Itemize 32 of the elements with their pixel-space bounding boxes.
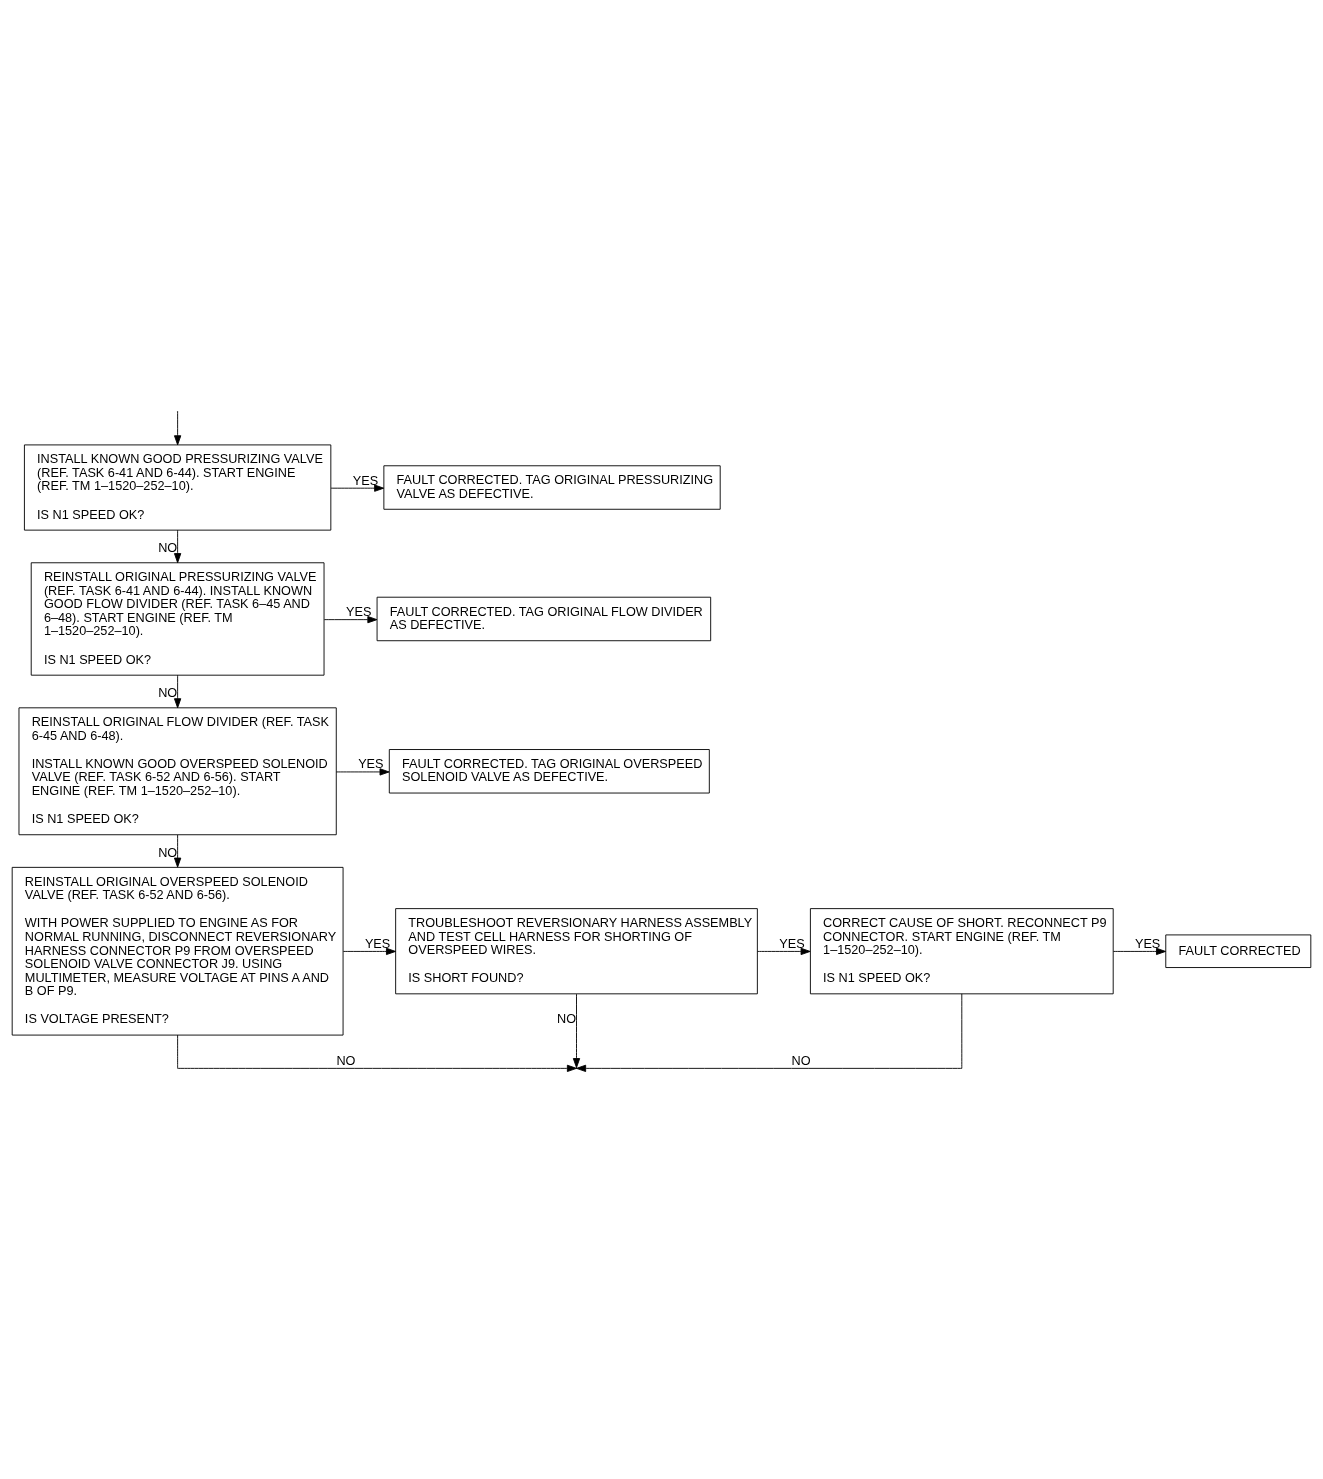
edge-label: NO: [336, 1053, 356, 1068]
arrow: [1112, 947, 1166, 955]
edge-label: YES: [779, 936, 805, 951]
node-box: FAULT CORRECTED. TAG ORIGINAL FLOW DIVIDER AS DEFECTIVE.: [376, 596, 712, 641]
edge-label: YES: [358, 756, 384, 771]
arrow: [342, 947, 396, 955]
edge-label: YES: [346, 604, 372, 619]
edge-label: YES: [352, 473, 379, 488]
node-box: CORRECT CAUSE OF SHORT. RECONNECT P9 CONNECTOR. START ENGINE (REF. TM 1–1520–252–10). IS N1 SPEED OK?: [809, 907, 1114, 994]
arrow: [174, 834, 182, 868]
arrow: [174, 411, 182, 445]
node-box: REINSTALL ORIGINAL OVERSPEED SOLENOID VALVE (REF. TASK 6-52 AND 6-56). WITH POWER SUPPLIED TO ENGINE AS FOR NORMAL RUNNING, DISCONNECT REVERSIONARY HARNESS CONNECTOR P9 FROM OVERSPEED SOLENOID VALVE CONNECTOR J9. USING MULTIMETER, MEASURE VOLTAGE AT PINS A AND B OF P9. IS VOLTAGE PRESENT?: [11, 866, 344, 1036]
edge-label: NO: [158, 685, 178, 700]
edge-label: NO: [158, 845, 178, 860]
node-box: TROUBLESHOOT REVERSIONARY HARNESS ASSEMBLY AND TEST CELL HARNESS FOR SHORTING OF OVERSPEED WIRES. IS SHORT FOUND?: [395, 907, 758, 994]
arrow: [330, 484, 385, 492]
arrow: [174, 674, 182, 708]
node-box: FAULT CORRECTED. TAG ORIGINAL PRESSURIZING VALVE AS DEFECTIVE.: [383, 464, 721, 510]
node-box: REINSTALL ORIGINAL FLOW DIVIDER (REF. TASK 6-45 AND 6-48). INSTALL KNOWN GOOD OVERSPEED SOLENOID VALVE (REF. TASK 6-52 AND 6-56). START ENGINE (REF. TM 1–1520–252–10). IS N1 SPEED OK?: [18, 706, 337, 835]
node-box: FAULT CORRECTED. TAG ORIGINAL OVERSPEED SOLENOID VALVE AS DEFECTIVE.: [388, 748, 710, 793]
arrow: [323, 615, 378, 623]
edge-label: YES: [364, 936, 391, 951]
edge-label: NO: [158, 540, 178, 555]
node-box: REINSTALL ORIGINAL PRESSURIZING VALVE (REF. TASK 6-41 AND 6-44). INSTALL KNOWN GOOD FLOW DIVIDER (REF. TASK 6–45 AND 6–48). START ENGINE (REF. TM 1–1520–252–10). IS N1 SPEED OK?: [30, 561, 325, 676]
edge-label: YES: [1134, 936, 1161, 951]
edge-label: NO: [791, 1053, 811, 1068]
node-box: INSTALL KNOWN GOOD PRESSURIZING VALVE (REF. TASK 6-41 AND 6-44). START ENGINE (REF. TM 1–1520–252–10). IS N1 SPEED OK?: [23, 443, 332, 531]
arrow: [757, 947, 811, 955]
edge-label: NO: [557, 1011, 577, 1026]
arrow: [174, 529, 182, 563]
arrow: [335, 767, 390, 776]
node-box: FAULT CORRECTED: [1165, 933, 1312, 968]
